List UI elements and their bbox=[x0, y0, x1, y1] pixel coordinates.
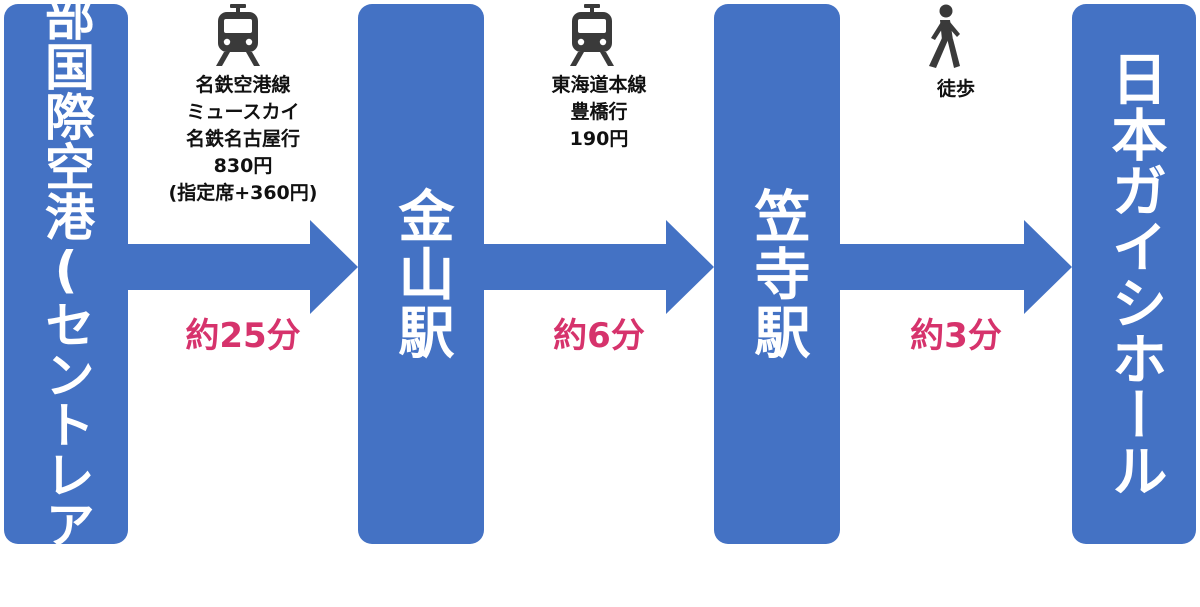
route-info-line: (指定席+360円) bbox=[168, 182, 318, 204]
route-info-1: 名鉄空港線 ミュースカイ 名鉄名古屋行 830円 (指定席+360円) bbox=[128, 72, 358, 207]
route-info-line: ミュースカイ bbox=[186, 101, 300, 123]
route-info-line: 東海道本線 bbox=[551, 74, 647, 96]
route-info-line: 名鉄名古屋行 bbox=[185, 128, 300, 150]
station-box-nippon-gaishi-hall: 日本ガイシホール bbox=[1072, 4, 1196, 544]
duration-label-1: 約25分 bbox=[185, 316, 301, 356]
walking-person-icon bbox=[920, 4, 966, 74]
train-icon bbox=[568, 4, 616, 70]
station-box-chubu-centrair: 中部国際空港(セントレア) bbox=[4, 0, 128, 607]
route-arrow-1 bbox=[128, 220, 358, 314]
route-info-line: 830円 bbox=[213, 155, 273, 177]
station-name: 日本ガイシホール bbox=[1102, 50, 1167, 498]
duration-label-3: 約3分 bbox=[910, 316, 1002, 356]
route-info-3: 徒歩 bbox=[840, 76, 1072, 103]
route-info-line: 190円 bbox=[569, 128, 629, 150]
route-info-line: 名鉄空港線 bbox=[195, 74, 291, 96]
route-info-line: 豊橋行 bbox=[570, 101, 628, 123]
station-name: 笠寺駅 bbox=[745, 187, 810, 361]
duration-label-2: 約6分 bbox=[553, 316, 645, 356]
station-box-kasadera: 笠寺駅 bbox=[714, 4, 840, 544]
train-icon bbox=[214, 4, 262, 70]
route-info-line: 徒歩 bbox=[936, 78, 975, 100]
route-info-2: 東海道本線 豊橋行 190円 bbox=[484, 72, 714, 153]
route-arrow-2 bbox=[484, 220, 714, 314]
route-arrow-3 bbox=[840, 220, 1072, 314]
station-box-kanayama: 金山駅 bbox=[358, 4, 484, 544]
station-name: 中部国際空港(セントレア) bbox=[37, 0, 95, 607]
station-name: 金山駅 bbox=[389, 187, 454, 361]
